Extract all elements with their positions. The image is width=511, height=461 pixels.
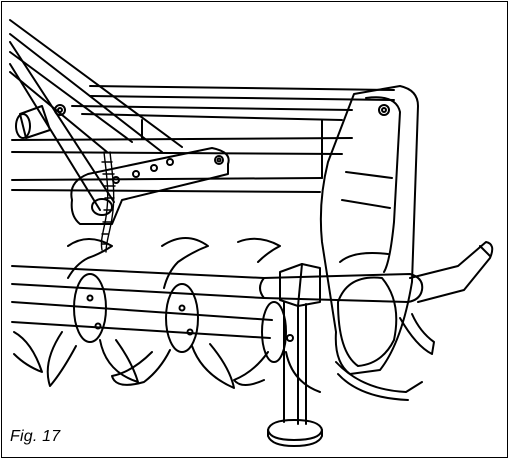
pin-cylinder	[15, 105, 51, 139]
hitch-arms	[9, 19, 183, 211]
rotor-assembly	[11, 237, 435, 393]
safety-chain	[100, 151, 116, 253]
stand-handle	[409, 241, 494, 303]
rotary-tiller-illustration	[9, 19, 494, 447]
chain-housing	[319, 85, 419, 375]
top-frame-beams	[11, 85, 395, 193]
hitch-bracket	[70, 147, 230, 225]
parking-stand	[267, 263, 323, 447]
figure-caption: Fig. 17	[10, 428, 61, 445]
rear-skid	[335, 361, 423, 401]
